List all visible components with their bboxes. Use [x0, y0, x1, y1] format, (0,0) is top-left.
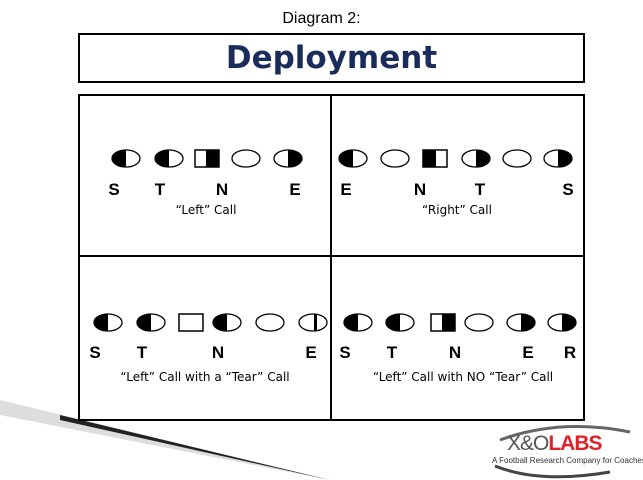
player-left-filled-icon — [93, 313, 123, 332]
player-square-left-filled-icon — [420, 149, 450, 168]
position-letter: R — [563, 343, 577, 362]
player-right-filled-icon — [547, 313, 577, 332]
position-letter: N — [413, 180, 427, 199]
player-left-filled-icon — [111, 149, 141, 168]
player-empty-square-icon — [176, 313, 206, 332]
player-empty-icon — [255, 313, 285, 332]
position-letter: S — [562, 180, 574, 199]
player-right-filled-icon — [461, 149, 491, 168]
player-right-filled-icon — [543, 149, 573, 168]
position-letter: E — [289, 180, 301, 199]
player-square-right-filled-icon — [192, 149, 222, 168]
player-empty-icon — [502, 149, 532, 168]
player-left-filled-icon — [154, 149, 184, 168]
panel-caption: “Left” Call with a “Tear” Call — [120, 370, 290, 384]
player-empty-icon — [380, 149, 410, 168]
position-letter: N — [215, 180, 229, 199]
panel-caption: “Left” Call — [175, 203, 237, 217]
panel-caption: “Left” Call with NO “Tear” Call — [372, 370, 554, 384]
position-letter: T — [386, 343, 398, 362]
player-left-filled-icon — [343, 313, 373, 332]
player-right-filled-icon — [273, 149, 303, 168]
title-box: Deployment — [78, 33, 585, 83]
position-letter: N — [448, 343, 462, 362]
player-empty-icon — [464, 313, 494, 332]
player-empty-icon — [231, 149, 261, 168]
position-letter: E — [522, 343, 534, 362]
player-left-filled-icon — [385, 313, 415, 332]
diagram-number: Diagram 2: — [282, 10, 361, 27]
player-left-filled-icon — [338, 149, 368, 168]
panel-caption: “Right” Call — [422, 203, 492, 217]
grid-divider-vertical — [330, 94, 332, 421]
logo-xo: X&O — [507, 432, 549, 455]
player-left-filled-icon — [212, 313, 242, 332]
player-right-filled-icon — [506, 313, 536, 332]
logo-tagline: A Football Research Company for Coaches — [492, 456, 643, 465]
position-letter: E — [305, 343, 317, 362]
position-letter: T — [154, 180, 166, 199]
logo-labs: LABS — [548, 432, 602, 455]
page-title: Deployment — [225, 40, 438, 76]
position-letter: S — [339, 343, 351, 362]
position-letter: E — [340, 180, 352, 199]
player-line-icon — [298, 313, 328, 332]
grid-divider-horizontal — [78, 255, 585, 257]
position-letter: S — [108, 180, 120, 199]
position-letter: T — [136, 343, 148, 362]
xo-labs-logo: X&OLABS A Football Research Company for … — [480, 418, 643, 480]
position-letter: N — [211, 343, 225, 362]
position-letter: T — [474, 180, 486, 199]
position-letter: S — [89, 343, 101, 362]
player-left-filled-icon — [136, 313, 166, 332]
player-square-right-filled-icon — [428, 313, 458, 332]
